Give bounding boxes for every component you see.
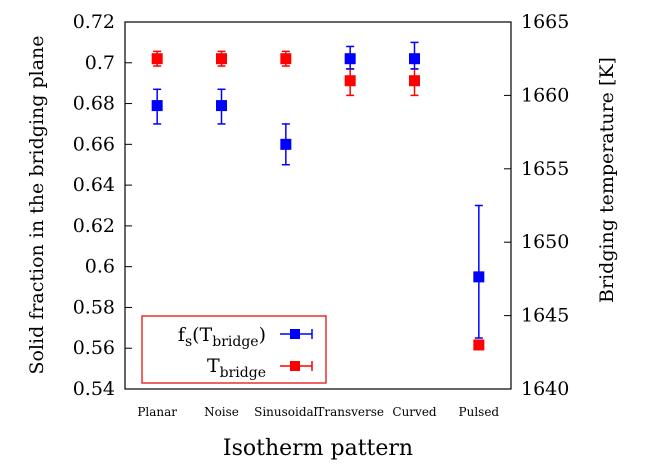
y2-tick-label: 1650 — [521, 231, 569, 253]
y2-tick-label: 1655 — [521, 158, 569, 180]
legend-label-tbridge: Tbridge — [207, 355, 266, 381]
y-tick-label: 0.58 — [73, 296, 115, 318]
point-fs — [151, 100, 163, 112]
point-fs — [344, 53, 356, 65]
point-tbridge — [216, 53, 227, 65]
x-axis-title: Isotherm pattern — [223, 436, 413, 461]
y2-tick-label: 1660 — [521, 84, 569, 106]
data-marks — [151, 41, 485, 351]
y-tick-label: 0.66 — [73, 133, 115, 155]
point-tbridge — [409, 75, 420, 87]
y-tick-label: 0.7 — [85, 52, 115, 74]
right-axis-ticks: 1640 1645 1650 1655 1660 1665 — [504, 11, 569, 400]
x-tick-label: Transverse — [316, 405, 384, 419]
point-fs — [280, 138, 292, 150]
y2-tick-label: 1645 — [521, 305, 569, 327]
y2-axis-title: Bridging temperature [K] — [596, 57, 618, 303]
y-tick-label: 0.72 — [73, 11, 115, 33]
y2-tick-label: 1640 — [521, 378, 569, 400]
point-fs — [409, 53, 420, 65]
x-tick-label: Noise — [204, 405, 239, 419]
y-tick-label: 0.54 — [73, 378, 115, 400]
left-axis-ticks: 0.54 0.56 0.58 0.6 0.62 0.64 0.66 0.68 0.7 0.72 — [73, 11, 132, 400]
point-tbridge — [280, 53, 292, 65]
y2-tick-label: 1665 — [521, 11, 569, 33]
legend-swatch-fs — [280, 329, 313, 339]
legend-box — [141, 315, 327, 384]
y-tick-label: 0.56 — [73, 337, 115, 359]
point-fs — [216, 100, 227, 112]
x-tick-label: Curved — [392, 405, 437, 419]
y-tick-label: 0.62 — [73, 215, 115, 237]
y-tick-label: 0.68 — [73, 93, 115, 115]
y-axis-title: Solid fraction in the bridging plane — [26, 35, 48, 374]
point-fs — [473, 271, 485, 283]
legend: fs(Tbridge) Tbridge — [141, 315, 327, 384]
point-tbridge — [151, 53, 163, 65]
y-tick-label: 0.6 — [85, 256, 115, 278]
point-tbridge — [344, 75, 356, 87]
legend-swatch-tbridge — [280, 361, 313, 371]
x-tick-label: Pulsed — [459, 405, 500, 419]
plot-frame — [124, 21, 512, 390]
x-tick-label: Sinusoidal — [254, 405, 318, 419]
point-tbridge — [473, 339, 485, 351]
x-tick-label: Planar — [137, 405, 177, 419]
legend-label-fs: fs(Tbridge) — [178, 324, 266, 350]
y-tick-label: 0.64 — [73, 174, 115, 196]
